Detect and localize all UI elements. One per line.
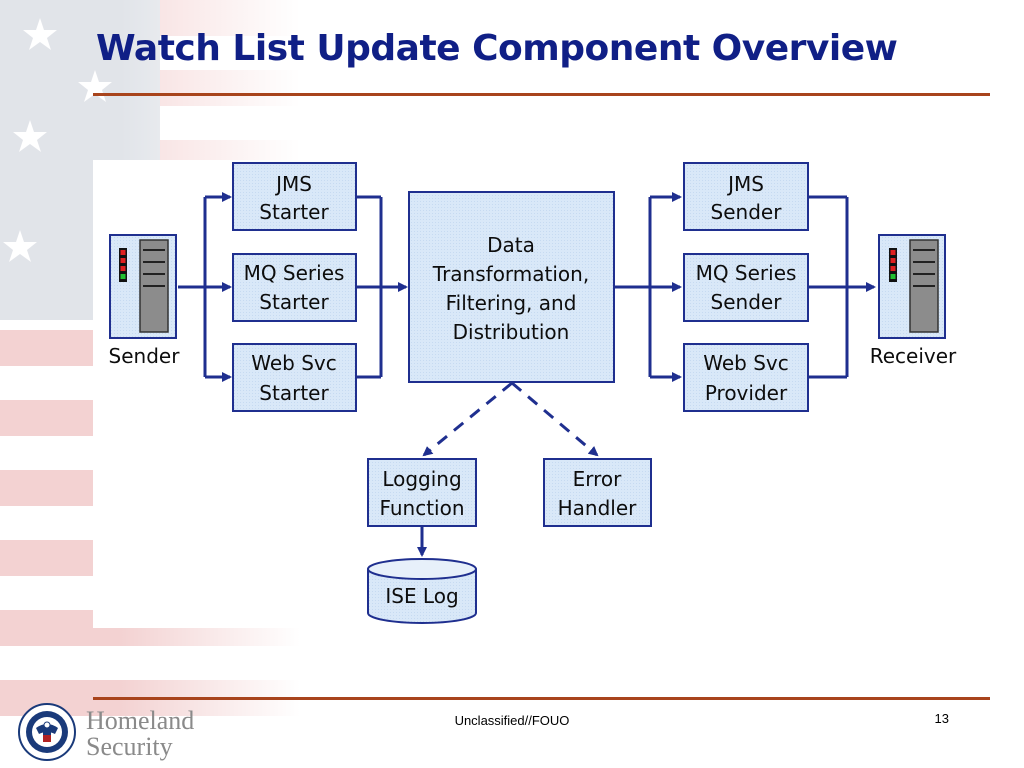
jms-sender-box: JMS Sender bbox=[683, 162, 809, 231]
error-handler-box: Error Handler bbox=[543, 458, 652, 527]
data-transformation-box: Data Transformation, Filtering, and Dist… bbox=[408, 191, 615, 383]
error-line1: Error bbox=[573, 467, 623, 491]
mq-sender-line2: Sender bbox=[711, 290, 783, 314]
mq-sender-box: MQ Series Sender bbox=[683, 253, 809, 322]
connector-core-to-logging bbox=[422, 381, 513, 457]
mq-starter-box: MQ Series Starter bbox=[232, 253, 357, 322]
title-divider bbox=[93, 93, 990, 96]
connector-core-to-error bbox=[511, 381, 599, 457]
page-number: 13 bbox=[934, 711, 949, 726]
mq-starter-line2: Starter bbox=[259, 290, 329, 314]
websvc-starter-line1: Web Svc bbox=[251, 351, 337, 375]
core-line1: Data bbox=[487, 233, 535, 257]
jms-sender-line2: Sender bbox=[711, 200, 783, 224]
logging-line1: Logging bbox=[382, 467, 461, 491]
footer-divider bbox=[93, 697, 990, 700]
logging-line2: Function bbox=[379, 496, 464, 520]
ise-log-database-icon: ISE Log bbox=[367, 558, 477, 624]
jms-starter-box: JMS Starter bbox=[232, 162, 357, 231]
sender-server-icon bbox=[109, 234, 177, 339]
websvc-provider-line1: Web Svc bbox=[703, 351, 789, 375]
diagram-panel: Sender Receiver JMS Starter bbox=[93, 160, 1000, 628]
dhs-seal-icon bbox=[18, 703, 76, 761]
dhs-logo: Homeland Security bbox=[18, 703, 194, 761]
mq-starter-line1: MQ Series bbox=[244, 261, 345, 285]
logo-security: Security bbox=[86, 732, 173, 761]
core-line2: Transformation, bbox=[432, 262, 589, 286]
classification-footer: Unclassified//FOUO bbox=[454, 713, 570, 728]
error-line2: Handler bbox=[558, 496, 638, 520]
component-diagram: Sender Receiver JMS Starter bbox=[109, 162, 957, 624]
receiver-server-icon bbox=[878, 234, 946, 339]
jms-sender-line1: JMS bbox=[726, 172, 764, 196]
websvc-provider-box: Web Svc Provider bbox=[683, 343, 809, 412]
slide-title: Watch List Update Component Overview bbox=[96, 28, 898, 69]
mq-sender-line1: MQ Series bbox=[696, 261, 797, 285]
logging-function-box: Logging Function bbox=[367, 458, 477, 527]
logo-homeland: Homeland bbox=[86, 706, 194, 735]
jms-starter-line2: Starter bbox=[259, 200, 329, 224]
ise-log-label: ISE Log bbox=[385, 584, 458, 608]
sender-label: Sender bbox=[109, 344, 181, 368]
websvc-starter-line2: Starter bbox=[259, 381, 329, 405]
core-line3: Filtering, and bbox=[446, 291, 577, 315]
websvc-starter-box: Web Svc Starter bbox=[232, 343, 357, 412]
connectors bbox=[178, 192, 876, 557]
core-line4: Distribution bbox=[453, 320, 570, 344]
websvc-provider-line2: Provider bbox=[705, 381, 788, 405]
receiver-label: Receiver bbox=[870, 344, 957, 368]
jms-starter-line1: JMS bbox=[274, 172, 312, 196]
